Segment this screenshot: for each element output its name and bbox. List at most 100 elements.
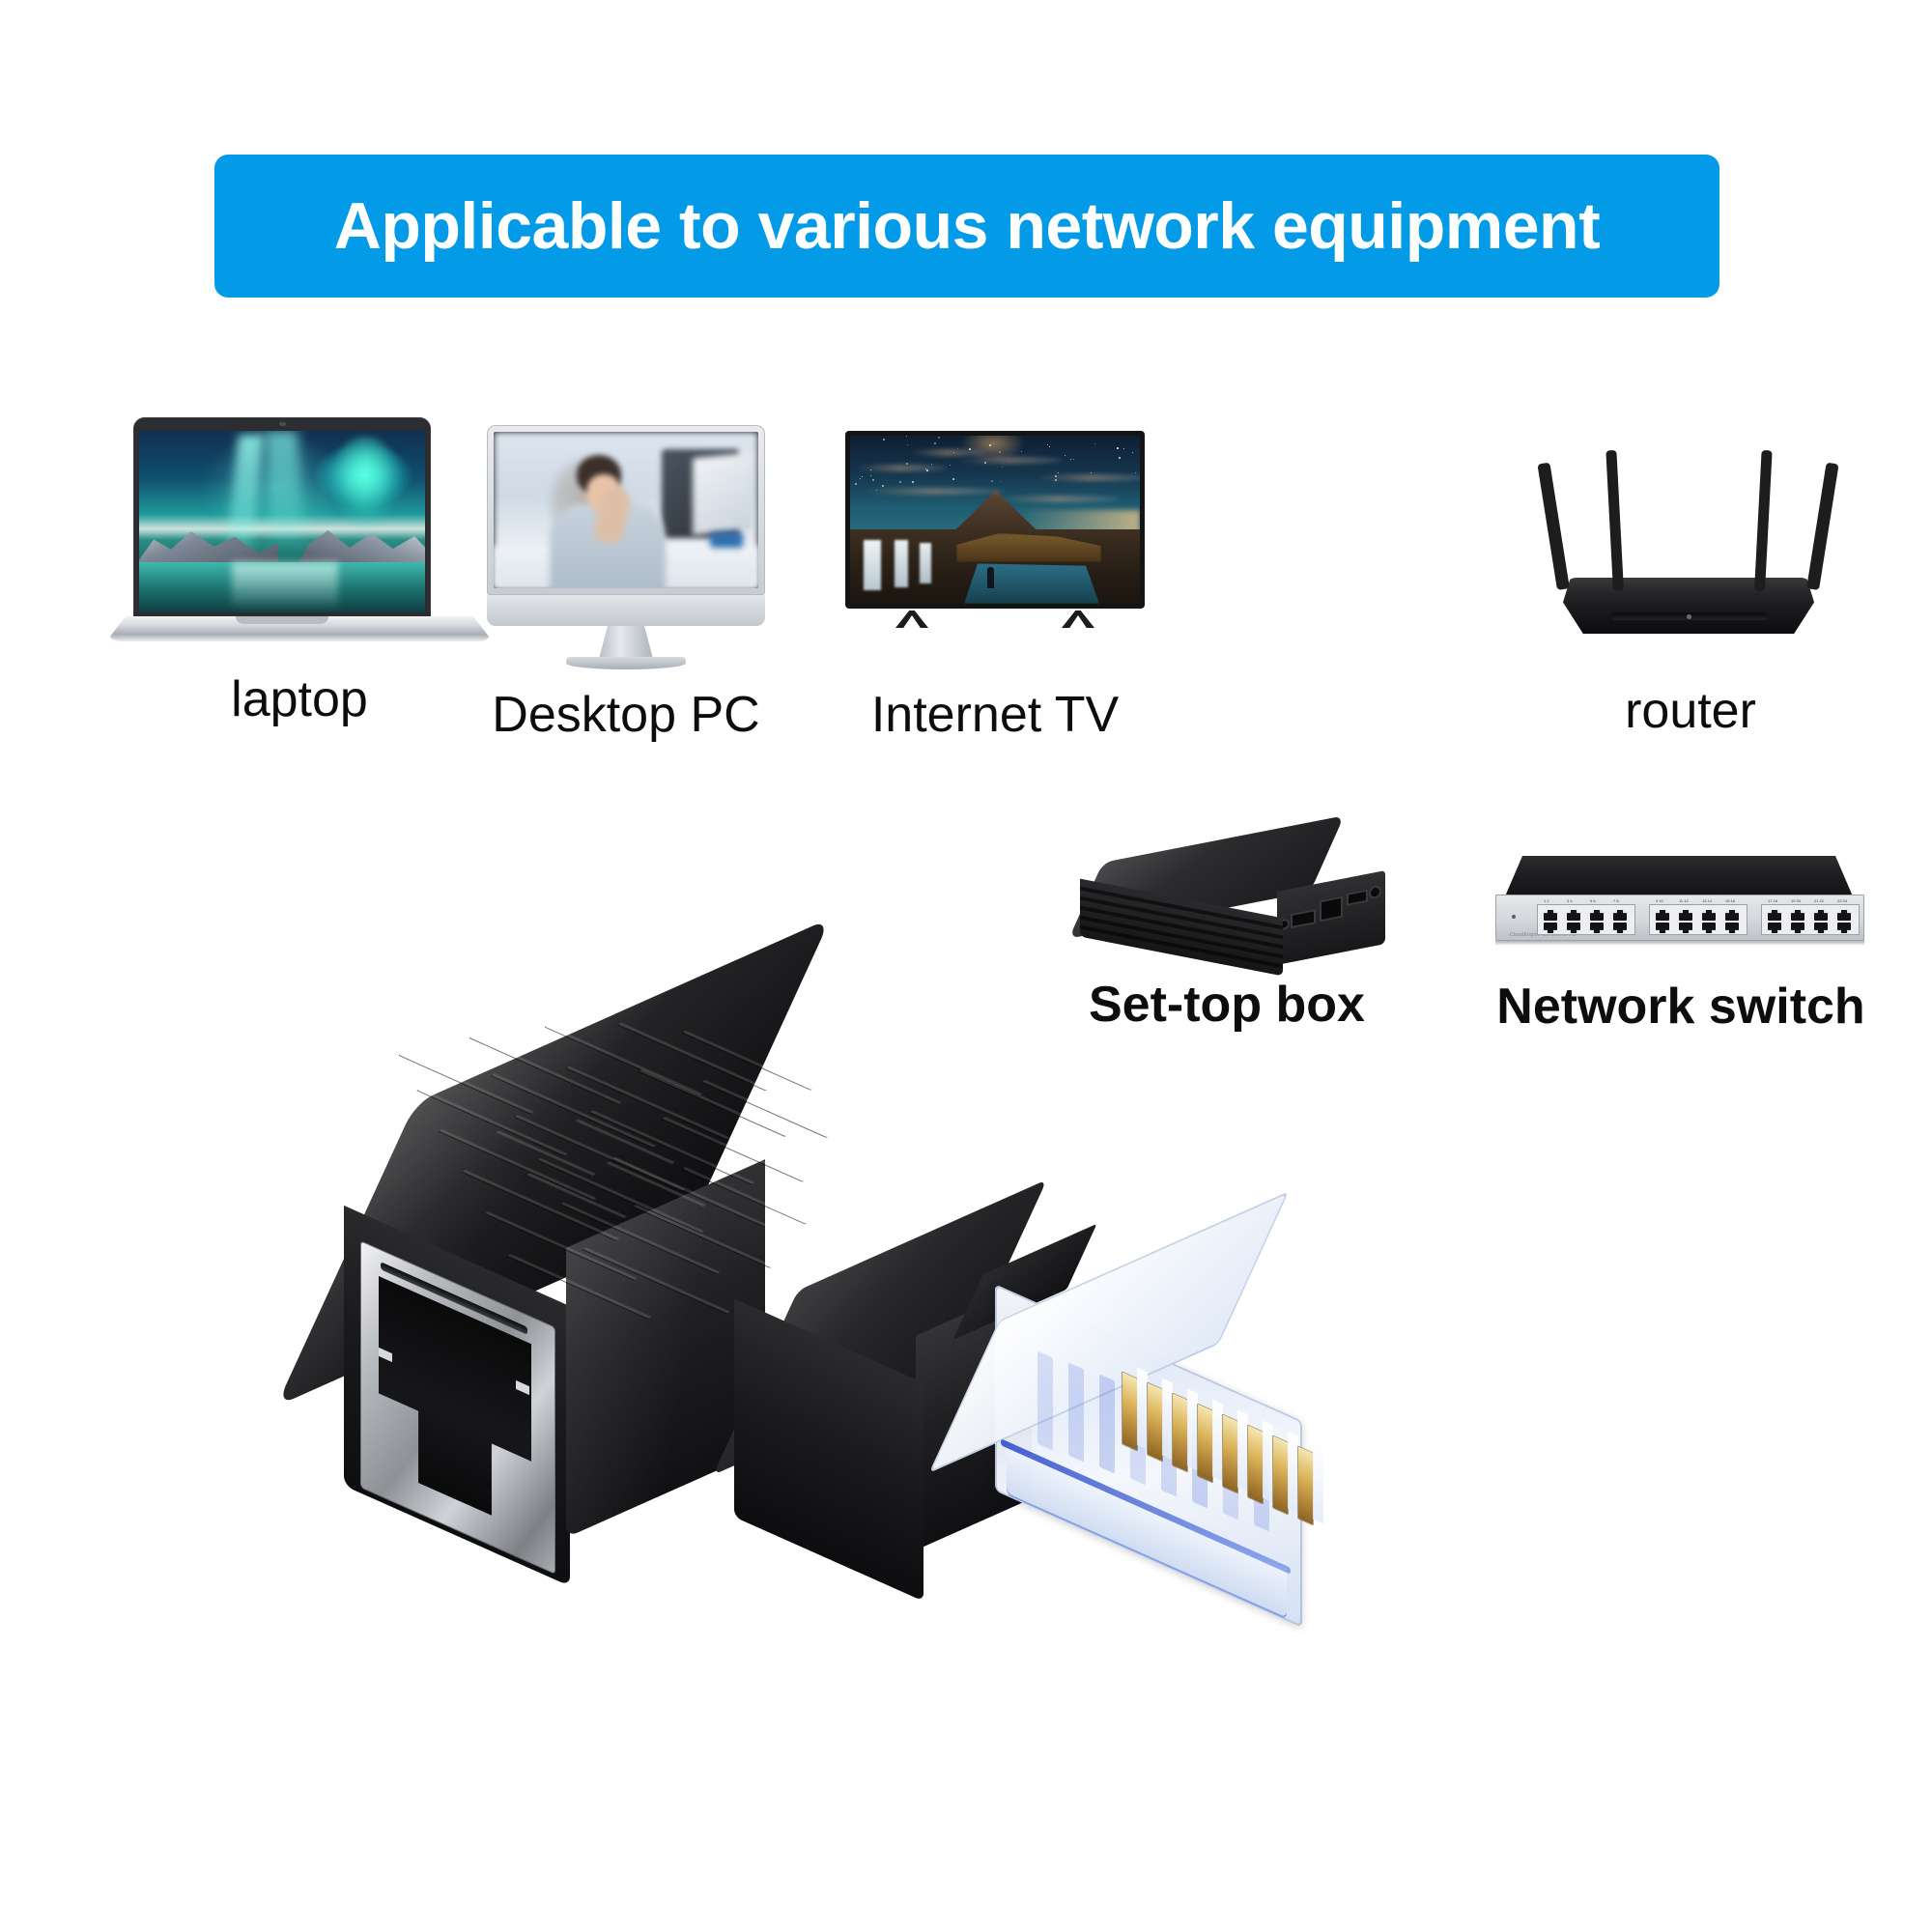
switch-rj45-port (1791, 923, 1804, 933)
monitor-stand-neck (599, 626, 653, 659)
tv-photo-star (950, 465, 951, 466)
switch-top-cover (1505, 856, 1853, 896)
water-reflection (232, 562, 338, 611)
switch-port-group-2 (1649, 904, 1747, 935)
tv-photo-star (870, 475, 871, 476)
tv-photo-star (931, 464, 932, 465)
switch-rj45-port (1702, 910, 1716, 921)
rj45-right-angle-adapter (319, 966, 1604, 1797)
router-body (1563, 578, 1814, 634)
laptop-webcam-icon (279, 422, 286, 426)
switch-base-shadow (1495, 941, 1864, 946)
switch-rj45-port (1590, 910, 1604, 921)
plug-pin-separator (1162, 1378, 1173, 1461)
aurora-swirl (328, 437, 402, 529)
tv-photo-star (907, 444, 908, 445)
router-led-indicator (1687, 614, 1691, 619)
plug-gold-pin-3 (1173, 1394, 1187, 1472)
plug-gold-pin-4 (1198, 1405, 1212, 1483)
switch-power-led (1512, 915, 1516, 919)
tv-photo-cloud (995, 496, 1121, 502)
tv-photo-star (912, 481, 914, 483)
tv-photo-star (855, 483, 857, 485)
screen-photo-blue-object (710, 532, 743, 548)
switch-rj45-port (1679, 910, 1692, 921)
switch-rj45-port (1725, 910, 1739, 921)
router-antenna-3 (1754, 450, 1773, 591)
monitor-stand-foot (566, 657, 686, 669)
plug-blue-tint-band (1068, 1362, 1084, 1462)
plug-pin-separator (1288, 1432, 1298, 1514)
switch-rj45-port (1702, 923, 1716, 933)
tv-photo-star (1058, 472, 1059, 473)
plug-pin-separator (1237, 1410, 1248, 1492)
switch-rj45-port (1613, 923, 1627, 933)
device-label-laptop: laptop (106, 670, 493, 728)
tv-photo-person (987, 567, 994, 588)
tv-photo-star (1117, 447, 1119, 449)
headline-text: Applicable to various network equipment (334, 193, 1600, 259)
switch-rj45-port (1679, 923, 1692, 933)
switch-rj45-port (1613, 910, 1627, 921)
switch-rj45-port (1791, 910, 1804, 921)
plug-gold-pin-6 (1248, 1426, 1263, 1504)
monitor-bezel (487, 425, 765, 595)
switch-port-number: 21 22 (1814, 898, 1824, 903)
monitor-chin (487, 595, 765, 626)
laptop-hinge-notch (236, 616, 328, 624)
plug-gold-pin-2 (1148, 1383, 1162, 1462)
plug-gold-pin-5 (1223, 1415, 1237, 1493)
switch-port-number: 3 4 (1567, 898, 1573, 903)
tv-photo-waterfall-left (864, 540, 881, 590)
switch-rj45-port (1768, 923, 1781, 933)
switch-front-faceplate: CloudEngine S1700s-LI-AC 1 23 45 67 89 1… (1495, 895, 1864, 941)
switch-port-number: 15 16 (1725, 898, 1735, 903)
tv-photo-star (1049, 446, 1050, 447)
router-antenna-1 (1537, 463, 1569, 590)
plug-pin-separator (1313, 1442, 1323, 1524)
monitor-screen (494, 432, 758, 588)
switch-rj45-port (1656, 923, 1669, 933)
tv-photo-star (989, 444, 991, 446)
stb-power-jack (1369, 885, 1381, 900)
tv-bezel (845, 431, 1145, 609)
tv-photo-star (860, 478, 861, 479)
tv-leg-left (895, 611, 928, 628)
headline-banner: Applicable to various network equipment (214, 155, 1719, 298)
tv-photo-waterfall-mid (895, 540, 908, 587)
tv-photo-cloud (1034, 474, 1140, 481)
router-antenna-2 (1605, 450, 1624, 591)
switch-port-number: 5 6 (1590, 898, 1596, 903)
switch-port-number: 1 2 (1544, 898, 1549, 903)
switch-rj45-port (1590, 923, 1604, 933)
stb-ethernet-port (1320, 896, 1343, 923)
switch-port-number: 23 24 (1837, 898, 1847, 903)
stb-vent-fin (1080, 906, 1283, 950)
switch-rj45-port (1544, 923, 1557, 933)
plug-gold-pin-8 (1298, 1447, 1313, 1525)
router-antenna-4 (1806, 463, 1838, 590)
tv-photo-star (1002, 467, 1003, 468)
plug-gold-pin-7 (1273, 1436, 1288, 1515)
laptop-screen (139, 431, 425, 612)
device-label-desktop-pc: Desktop PC (462, 686, 790, 744)
tv-photo-star (862, 476, 863, 477)
switch-port-group-3 (1761, 904, 1860, 935)
switch-rj45-port (1814, 910, 1828, 921)
switch-port-number: 11 12 (1679, 898, 1689, 903)
tv-photo-star (938, 437, 940, 439)
tv-photo-river (964, 563, 1099, 604)
plug-gold-pin-1 (1122, 1373, 1137, 1451)
device-label-router: router (1507, 682, 1874, 740)
tv-photo-star (872, 479, 874, 481)
tv-photo-star (934, 442, 936, 444)
tv-photo-cloud (956, 457, 1063, 464)
switch-port-number: 13 14 (1702, 898, 1712, 903)
switch-rj45-port (1567, 923, 1580, 933)
switch-port-number: 19 20 (1791, 898, 1801, 903)
device-label-internet-tv: Internet TV (831, 686, 1159, 744)
switch-rj45-port (1544, 910, 1557, 921)
plug-blue-tint-band (1099, 1374, 1115, 1473)
tv-photo-cloud (908, 449, 985, 456)
